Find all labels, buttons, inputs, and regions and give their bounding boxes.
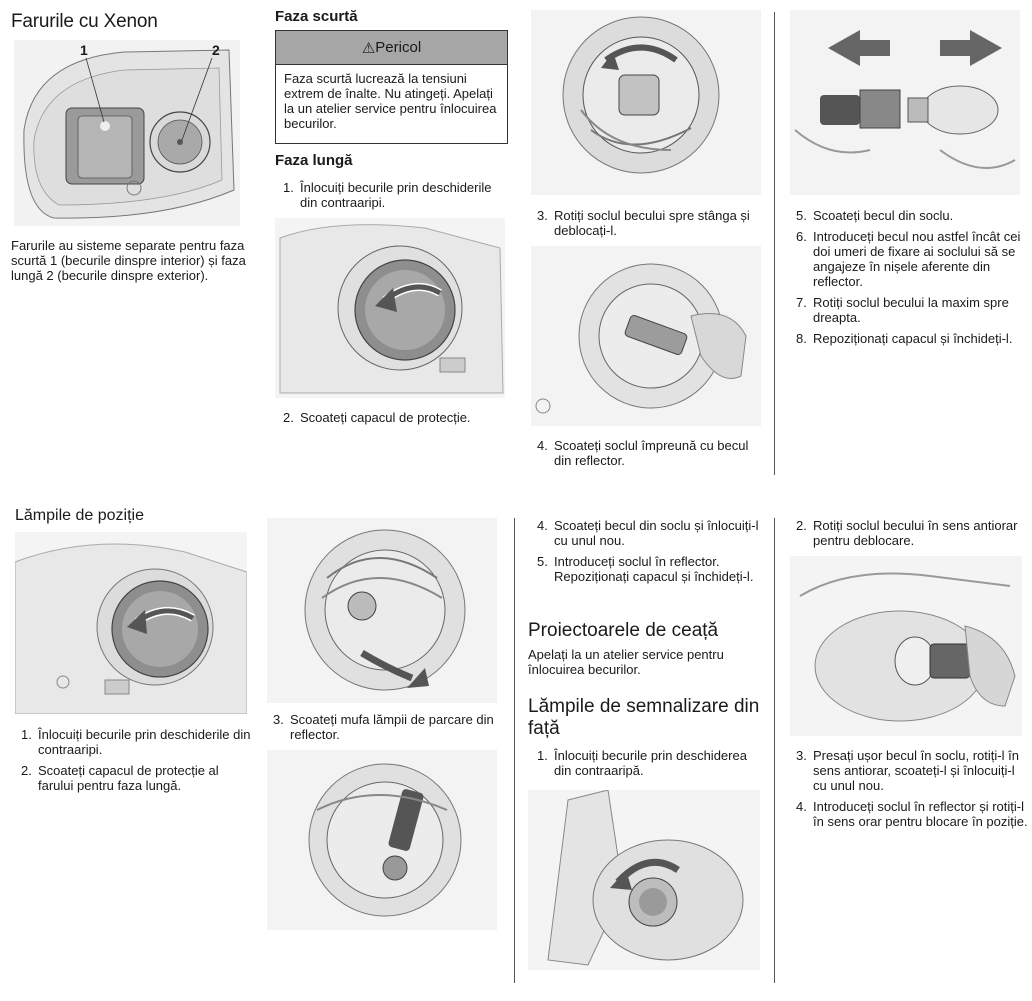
turn-signals-step-list-2: 2.Rotiți soclul becului în sens antiorar… (796, 518, 1026, 554)
fog-lamps-title: Proiectoarele de ceață (528, 620, 719, 641)
step-item: 3.Presați ușor becul în soclu, rotiți-l … (796, 748, 1019, 793)
turn-signals-title: Lămpile de semnalizare din față (528, 696, 760, 739)
turn-signal-socket-illustration (528, 790, 760, 970)
position-lamp-cap-illustration (15, 532, 247, 714)
high-beam-step-list-5: 5.Scoateți becul din soclu. 6.Introduceț… (796, 208, 1028, 352)
turn-signals-step-list-1: 1.Înlocuiți becurile prin deschiderea di… (537, 748, 765, 784)
rotate-socket-illustration (531, 10, 761, 195)
high-beam-step-list-2: 2.Scoateți capacul de protecție. (283, 410, 508, 431)
high-beam-step-list-3: 3.Rotiți soclul becului spre stânga și d… (537, 208, 762, 244)
step-item: 6.Introduceți becul nou astfel încât cei… (796, 229, 1021, 289)
protective-cap-illustration (275, 218, 505, 398)
step-item: 2.Scoateți capacul de protecție. (283, 410, 471, 425)
parking-lamp-bulb-illustration (267, 750, 497, 930)
column-divider (774, 12, 775, 475)
turn-signal-bulb-illustration (790, 556, 1022, 736)
callout-1: 1 (80, 42, 88, 58)
step-item: 2.Scoateți capacul de protecție al farul… (21, 763, 219, 793)
step-item: 5.Introduceți soclul în reflector. Repoz… (537, 554, 754, 584)
position-lamps-step-list-2: 3.Scoateți mufa lămpii de parcare din re… (273, 712, 498, 748)
high-beam-step-list-4: 4.Scoateți soclul împreună cu becul din … (537, 438, 762, 474)
xenon-description: Farurile au sisteme separate pentru faza… (11, 238, 246, 283)
high-beam-step-list-1: 1.Înlocuiți becurile prin deschiderile d… (283, 180, 508, 216)
step-item: 2.Rotiți soclul becului în sens antiorar… (796, 518, 1018, 548)
step-item: 4.Scoateți soclul împreună cu becul din … (537, 438, 749, 468)
position-lamps-step-list-1: 1.Înlocuiți becurile prin deschiderile d… (21, 727, 251, 799)
turn-signals-step-list-3: 3.Presați ușor becul în soclu, rotiți-l … (796, 748, 1028, 835)
step-item: 1.Înlocuiți becurile prin deschiderile d… (21, 727, 251, 757)
low-beam-title: Faza scurtă (275, 8, 358, 25)
xenon-headlight-illustration (14, 40, 240, 226)
step-item: 1.Înlocuiți becurile prin deschiderile d… (283, 180, 492, 210)
step-item: 8.Repoziționați capacul și închideți-l. (796, 331, 1013, 346)
warning-header: ⚠Pericol (276, 31, 507, 65)
warning-text: Faza scurtă lucrează la tensiuni extrem … (284, 71, 497, 131)
warning-box: ⚠Pericol Faza scurtă lucrează la tensiun… (275, 30, 508, 144)
warning-triangle-icon: ⚠ (361, 39, 376, 57)
position-lamps-title: Lămpile de poziție (15, 507, 144, 524)
step-item: 5.Scoateți becul din soclu. (796, 208, 954, 223)
remove-socket-illustration (531, 246, 761, 426)
step-item: 4.Introduceți soclul în reflector și rot… (796, 799, 1028, 829)
callout-2: 2 (212, 42, 220, 58)
step-item: 7.Rotiți soclul becului la maxim spre dr… (796, 295, 1009, 325)
step-item: 4.Scoateți becul din soclu și înlocuiți-… (537, 518, 759, 548)
step-item: 3.Scoateți mufa lămpii de parcare din re… (273, 712, 494, 742)
step-item: 3.Rotiți soclul becului spre stânga și d… (537, 208, 750, 238)
fog-lamps-text: Apelați la un atelier service pentru înl… (528, 647, 724, 677)
position-lamps-step-list-3: 4.Scoateți becul din soclu și înlocuiți-… (537, 518, 762, 590)
column-divider (774, 518, 775, 983)
warning-title: Pericol (375, 39, 422, 56)
step-item: 1.Înlocuiți becurile prin deschiderea di… (537, 748, 747, 778)
parking-lamp-connector-illustration (267, 518, 497, 703)
column-divider (514, 518, 515, 983)
section-title-xenon: Farurile cu Xenon (11, 11, 158, 32)
high-beam-title: Faza lungă (275, 152, 353, 169)
remove-bulb-illustration (790, 10, 1020, 195)
